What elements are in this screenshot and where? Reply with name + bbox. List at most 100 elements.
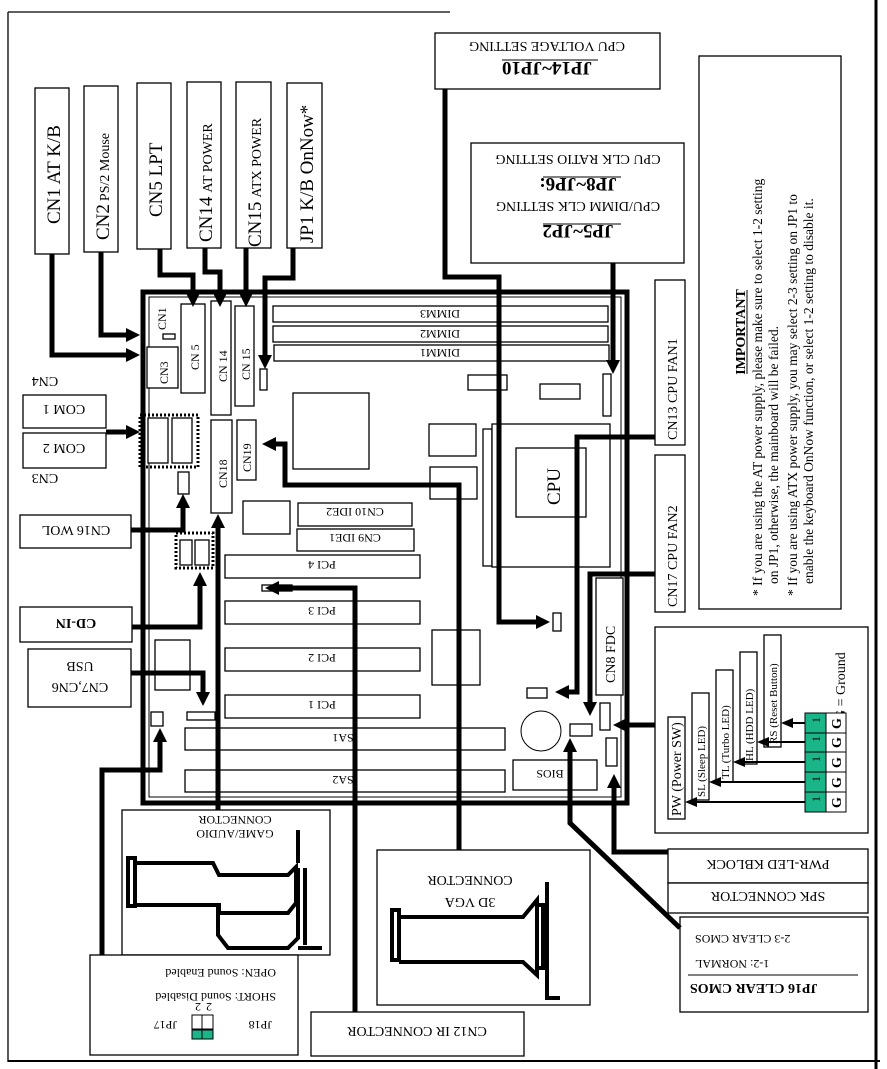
label-cn12-ir-connector: CN12 IR CONNECTOR (310, 1011, 525, 1057)
vga-cable-icon (390, 882, 560, 1000)
arrow-icon (607, 774, 621, 788)
cn16-connector (177, 471, 190, 495)
pin-one-label: 1 (809, 796, 823, 802)
pin-one-label: 1 (809, 776, 823, 782)
jp1-label: JP1 K/B OnNow* (297, 105, 318, 243)
cn14-board-label: CN 14 (216, 350, 230, 382)
label-cn1-at-kb: CN1 AT K/B (34, 87, 70, 255)
game-line2: CONNECTOR (198, 813, 271, 827)
bios-label: BIOS (536, 767, 563, 781)
game-line1: GAME/AUDIO (196, 827, 274, 841)
pci1-slot (224, 694, 421, 719)
arrow-icon (563, 738, 577, 752)
cpu-area: CPU CN8 FDC BIOS (482, 423, 624, 791)
arrow-icon (583, 702, 597, 716)
cn15-board-label: CN 15 (239, 348, 253, 380)
cn3-side-label: CN3 (32, 470, 58, 485)
label-3d-vga-connector: CONNECTOR 3D VGA (376, 849, 591, 1006)
cn3-board-label: CN3 (157, 361, 171, 384)
dimm1-slot (273, 344, 610, 362)
com2-label: COM 2 (43, 440, 85, 455)
arrow-icon (126, 425, 140, 439)
pci2-label: PCI 2 (308, 651, 336, 665)
label-usb: USB CN7,CN6 (27, 648, 132, 708)
label-jp16-clear-cmos: 2-3 CLEAR CMOS 1-2: NORMAL JP16 CLEAR CM… (679, 916, 869, 1013)
label-cn2-ps2-mouse: CN2PS/2 Mouse (83, 85, 119, 253)
pci3-slot (224, 600, 421, 625)
jp14-title: JP14~JP10 (502, 57, 592, 78)
dimm3-label: DIMM3 (420, 307, 460, 321)
svg-text:CN2PS/2 Mouse: CN2PS/2 Mouse (93, 133, 114, 240)
pin-label: 2 (195, 1000, 201, 1014)
cn14-desc: AT POWER (201, 123, 216, 193)
pin-one-label: 1 (809, 717, 823, 723)
jp16-title: JP16 CLEAR CMOS (690, 980, 818, 995)
arrow-icon (153, 728, 167, 742)
chip (428, 423, 477, 457)
cn5-label: CN5 LPT (146, 142, 167, 217)
arrow-icon (239, 293, 253, 307)
arrow-icon (211, 514, 225, 528)
pin-label: 2 (206, 1000, 212, 1014)
arrow-icon (258, 355, 272, 369)
jp17-label: JP17 (154, 1018, 177, 1032)
pci3-label: PCI 3 (308, 604, 336, 618)
label-cn16-wol: CN16 WOL (19, 514, 132, 549)
com1-label: COM 1 (43, 401, 85, 416)
jp16-line1: 1-2: NORMAL (695, 957, 769, 971)
svg-text:CN14AT POWER: CN14AT POWER (196, 123, 217, 242)
arrow-icon (126, 328, 140, 342)
pin-ground (825, 712, 847, 734)
game-cable-icon (126, 830, 322, 950)
fdc-label: CN8 FDC (604, 626, 619, 683)
label-cn14-at-power: CN14AT POWER (186, 81, 222, 249)
pin-ground-label: G (830, 737, 845, 748)
pw-label: PW (Power SW) (670, 722, 685, 816)
jp8-title: JP8~JP6: (539, 173, 616, 194)
label-cn17-cpu-fan2: CN17 CPU FAN2 (654, 454, 686, 613)
ide2-connector (297, 502, 413, 527)
dimm-slots: DIMM3 DIMM2 DIMM1 (272, 305, 610, 362)
ground-legend: G = Ground (834, 652, 849, 720)
short-label: SHORT: Sound Disabled (155, 990, 276, 1004)
cmos-battery (520, 710, 562, 752)
cn2-desc: PS/2 Mouse (98, 133, 113, 201)
cn15-label: CN15 (245, 202, 266, 247)
vga-line1: 3D VGA (444, 894, 496, 909)
arrow-icon (685, 797, 697, 807)
board-chips: CN10 IDE2 CN9 IDE1 (242, 373, 612, 686)
front-panel-header (599, 702, 611, 731)
cn15-connector (234, 305, 255, 407)
ide2-label: CN10 IDE2 (326, 505, 384, 519)
jp5-title: JP5~JP2 (542, 220, 613, 241)
cpu (515, 447, 587, 518)
speaker-header (605, 737, 618, 767)
cn4-label: CN4 (32, 373, 58, 388)
arrow-icon (757, 737, 769, 747)
wol-label: CN16 WOL (42, 522, 111, 537)
cn18-connector (210, 419, 233, 514)
dimm2-slot (272, 325, 609, 343)
cn5-connector (180, 303, 206, 394)
pci1-label: PCI 1 (308, 698, 336, 712)
label-game-audio-connector: CONNECTOR GAME/AUDIO (121, 809, 331, 956)
label-jp5-jp2-clk: CPU CLK RATIO SETTING JP8~JP6: CPU/DIMM … (470, 142, 685, 264)
chipset (292, 392, 370, 470)
cn5-board-label: CN 5 (188, 344, 202, 370)
connector-leader-lines (49, 89, 682, 1012)
arrow-icon (555, 685, 569, 699)
arrow-icon (126, 348, 140, 362)
label-jp1-kb-onnow: JP1 K/B OnNow* (286, 82, 323, 249)
cn1-board-label: CN1 (155, 307, 169, 330)
isa1-label: ISA1 (332, 731, 357, 745)
arrow-icon (606, 360, 620, 374)
ide1-label: CN9 IDE1 (329, 531, 381, 545)
label-jp18-jp17-sound: OPEN: Sound Enabled SHORT: Sound Disable… (89, 954, 299, 1056)
arrow-icon (536, 615, 550, 629)
pin-one-label: 1 (809, 756, 823, 762)
jp18-jumper (150, 711, 164, 727)
cn13-label: CN13 CPU FAN1 (666, 338, 681, 440)
board-connectors-left: CN1 CN3 CN 5 CN 14 CN 15 CN18 CN19 (138, 300, 268, 727)
label-cn13-cpu-fan1: CN13 CPU FAN1 (654, 279, 686, 446)
